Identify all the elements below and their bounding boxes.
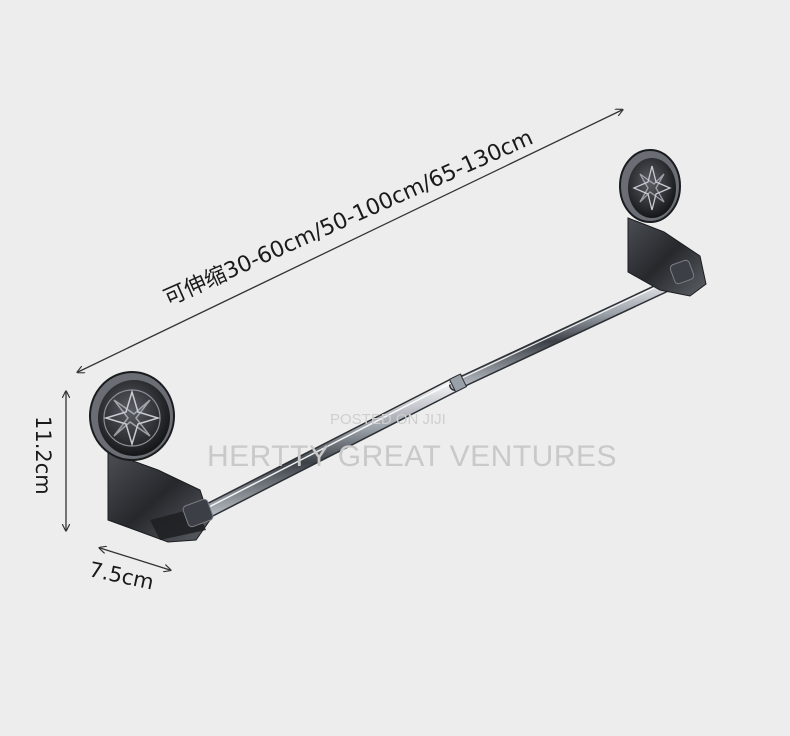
length-label: 可伸缩30-60cm/50-100cm/65-130cm [160,125,537,311]
height-dimension: 11.2cm [31,392,66,530]
star-pattern-icon [632,165,672,211]
watermark-posted: POSTED ON JIJI [330,411,446,428]
length-dimension: 可伸缩30-60cm/50-100cm/65-130cm [78,110,622,372]
height-label: 11.2cm [31,416,55,495]
left-suction-bracket [89,371,214,543]
star-pattern-icon [103,389,161,447]
watermark-seller: HERTTY GREAT VENTURES [207,440,617,473]
right-suction-bracket [619,149,707,297]
depth-dimension: 7.5cm [87,548,170,594]
towel-rod [190,270,694,524]
